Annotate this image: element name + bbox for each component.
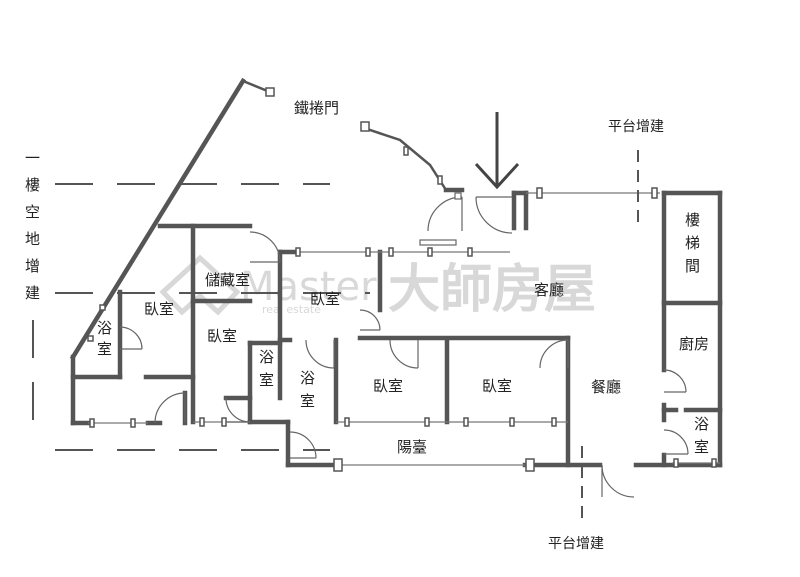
room-balcony-label: 陽臺 bbox=[397, 438, 427, 456]
entrance-arrow-icon bbox=[474, 112, 520, 190]
watermark-logo-icon bbox=[159, 254, 241, 316]
room-bathroom-mid-small-label-2: 室 bbox=[259, 371, 274, 389]
open-space-label-6: 建 bbox=[25, 284, 40, 302]
watermark: Master real estate 大師房屋 bbox=[159, 254, 596, 320]
room-bathroom-mid-label-1: 浴 bbox=[300, 369, 315, 387]
room-labels: 儲藏室 臥室 臥室 臥室 浴 室 浴 室 浴 室 臥室 臥室 陽臺 客廳 餐廳 … bbox=[97, 211, 709, 456]
room-bathroom-left-label-1: 浴 bbox=[97, 319, 112, 337]
platform-extension-lines bbox=[581, 150, 639, 520]
room-bathroom-right-label-2: 室 bbox=[694, 438, 709, 456]
room-stairwell-label-2: 梯 bbox=[685, 234, 700, 252]
room-bedroom-left-lower-label: 臥室 bbox=[207, 327, 237, 345]
annotations: 一 樓 空 地 增 建 鐵捲門 平台增建 平台增建 bbox=[25, 99, 664, 552]
room-bathroom-mid-small-label-1: 浴 bbox=[259, 348, 274, 366]
watermark-brand-en: Master bbox=[240, 264, 377, 310]
room-bedroom-mid-label: 臥室 bbox=[373, 377, 403, 395]
watermark-brand-cjk: 大師房屋 bbox=[388, 260, 596, 320]
platform-extension-bottom-label: 平台增建 bbox=[548, 536, 604, 552]
room-stairwell-label-3: 間 bbox=[685, 257, 700, 275]
iron-rolling-door-icon bbox=[242, 79, 448, 191]
open-space-label-3: 空 bbox=[25, 203, 40, 221]
room-bathroom-right-label-1: 浴 bbox=[694, 415, 709, 433]
watermark-brand-sub: real estate bbox=[262, 303, 321, 316]
room-living-label: 客廳 bbox=[534, 281, 564, 299]
room-bedroom-left-label: 臥室 bbox=[144, 300, 174, 318]
room-stairwell-label-1: 樓 bbox=[685, 211, 700, 229]
open-space-label-1: 一 bbox=[25, 149, 40, 167]
room-bedroom-right-label: 臥室 bbox=[482, 377, 512, 395]
open-space-label-2: 樓 bbox=[25, 176, 40, 194]
room-bathroom-mid-label-2: 室 bbox=[300, 392, 315, 410]
walls bbox=[69, 77, 723, 468]
room-dining-label: 餐廳 bbox=[591, 378, 621, 396]
room-storage-label: 儲藏室 bbox=[205, 271, 250, 289]
iron-rolling-door-label: 鐵捲門 bbox=[294, 99, 339, 117]
room-kitchen-label: 廚房 bbox=[679, 335, 709, 353]
room-bathroom-left-label-2: 室 bbox=[97, 340, 112, 358]
window-markers bbox=[87, 187, 717, 472]
platform-extension-top-label: 平台增建 bbox=[608, 119, 664, 135]
door-swings bbox=[119, 192, 689, 498]
open-space-dashed-lines bbox=[32, 183, 370, 451]
room-bedroom-center-top-label: 臥室 bbox=[310, 290, 340, 308]
open-space-label-4: 地 bbox=[25, 230, 40, 248]
open-space-label-5: 增 bbox=[25, 257, 40, 275]
